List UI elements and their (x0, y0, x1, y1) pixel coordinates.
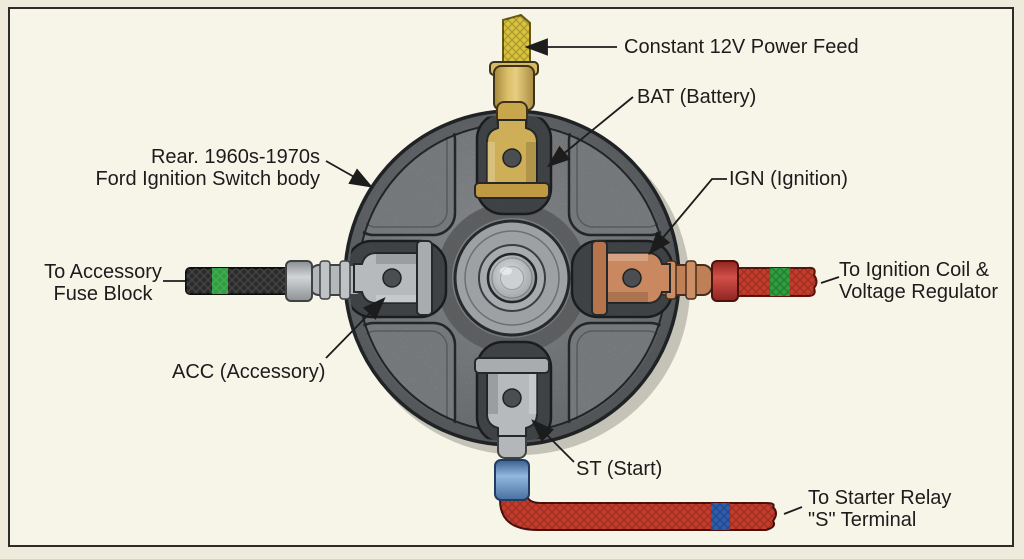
body-caption-arrow (325, 160, 373, 188)
ign-dest-line1: To Ignition Coil & (839, 259, 990, 281)
acc-dest-line1: To Accessory (44, 261, 162, 283)
label-body-caption: Rear. 1960s-1970s Ford Ignition Switch b… (88, 146, 320, 190)
label-ign-terminal: IGN (Ignition) (729, 168, 848, 190)
label-acc-terminal: ACC (Accessory) (172, 361, 326, 383)
label-power-feed: Constant 12V Power Feed (624, 36, 859, 58)
body-caption-line2: Ford Ignition Switch body (95, 168, 320, 190)
acc-wire-black (185, 260, 365, 302)
ign-arrow (648, 178, 727, 255)
acc-dest-line2: Fuse Block (53, 283, 153, 305)
ign-dest-line2: Voltage Regulator (839, 281, 999, 303)
label-st-terminal: ST (Start) (576, 458, 663, 480)
label-st-wire-dest: To Starter Relay "S" Terminal (808, 487, 951, 531)
st-wire-red (494, 431, 777, 531)
st-arrow (531, 419, 575, 463)
ign-wire-red (655, 260, 818, 302)
label-bat-terminal: BAT (Battery) (637, 86, 757, 108)
acc-arrow (325, 297, 386, 359)
bat-arrow (546, 96, 634, 168)
st-dest-line2: "S" Terminal (808, 509, 917, 531)
label-acc-wire-dest: To Accessory Fuse Block (33, 261, 173, 305)
label-ign-wire-dest: To Ignition Coil & Voltage Regulator (839, 259, 998, 303)
center-hub (453, 219, 571, 337)
st-dest-leader (783, 506, 803, 515)
body-caption-line1: Rear. 1960s-1970s (150, 146, 320, 168)
ign-dest-leader (820, 276, 840, 284)
st-dest-line1: To Starter Relay (808, 487, 952, 509)
